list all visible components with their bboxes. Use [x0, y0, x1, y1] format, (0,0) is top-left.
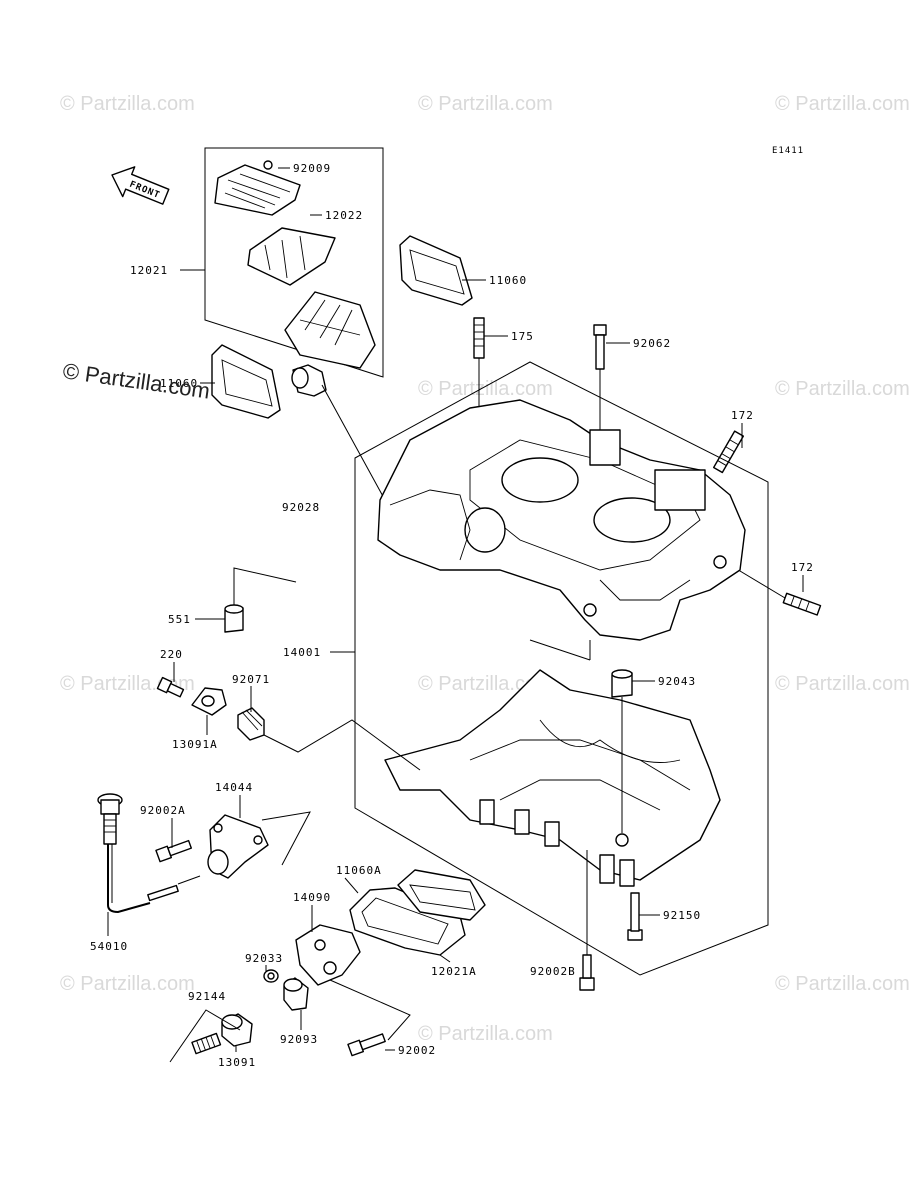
part-label: 92028 [282, 501, 320, 514]
watermark: © Partzilla.com [60, 93, 195, 115]
bolt-92002a [155, 839, 193, 863]
bolt-92002b [582, 954, 592, 979]
part-label: 92093 [280, 1033, 318, 1046]
watermark: © Partzilla.com [418, 378, 553, 400]
watermark-grid: © Partzilla.com © Partzilla.com © Partzi… [60, 93, 910, 1045]
part-label: 92002B [530, 965, 576, 978]
watermark: © Partzilla.com [775, 93, 910, 115]
spring-92144 [191, 1032, 222, 1055]
gasket-top [399, 235, 473, 306]
overlay-watermark: © Partzilla.com [61, 358, 211, 403]
part-labels: 92009 12022 12021 11060 11060 175 92062 … [90, 162, 814, 1069]
watermark: © Partzilla.com [418, 1023, 553, 1045]
watermark: © Partzilla.com [418, 93, 553, 115]
leader-lines [107, 167, 804, 1052]
watermark: © Partzilla.com [60, 973, 195, 995]
bolt-92002 [347, 1033, 386, 1057]
plate-14090 [295, 924, 361, 986]
part-label: 12021 [130, 264, 168, 277]
choke-cable-54010 [97, 793, 201, 914]
part-label: 92062 [633, 337, 671, 350]
lower-crankcase [384, 669, 721, 887]
part-label: 175 [511, 330, 534, 343]
bolt-92062 [595, 334, 605, 370]
part-label: 220 [160, 648, 183, 661]
stud-172-upper [712, 430, 745, 474]
part-label: 92002A [140, 804, 186, 817]
part-label: 11060 [489, 274, 527, 287]
part-label: 54010 [90, 940, 128, 953]
part-label: 14044 [215, 781, 253, 794]
part-label: 92150 [663, 909, 701, 922]
part-label: 92144 [188, 990, 226, 1003]
stud-175 [473, 317, 485, 359]
bolt-92002b-head [579, 977, 595, 991]
watermark: © Partzilla.com [418, 673, 553, 695]
upper-crankcase [377, 399, 746, 641]
part-label: 172 [791, 561, 814, 574]
diagram-code: E1411 [772, 146, 804, 156]
part-label: 11060 [160, 377, 198, 390]
bolt-220 [156, 676, 185, 698]
part-label: 551 [168, 613, 191, 626]
part-label: 12021A [431, 965, 477, 978]
reed-valve-12021a [397, 869, 486, 921]
part-label: 11060A [336, 864, 382, 877]
reed-cage [284, 291, 376, 369]
watermark: © Partzilla.com [775, 378, 910, 400]
part-label: 12022 [325, 209, 363, 222]
part-label: 172 [731, 409, 754, 422]
part-label: 14001 [283, 646, 321, 659]
watermark: © Partzilla.com [775, 673, 910, 695]
part-label: 92071 [232, 673, 270, 686]
bolt-92150 [630, 892, 640, 932]
part-label: 13091A [172, 738, 218, 751]
part-label: 13091 [218, 1056, 256, 1069]
stud-172-lower [782, 592, 822, 616]
screw-icon [263, 160, 273, 170]
part-label: 92033 [245, 952, 283, 965]
part-label: 92002 [398, 1044, 436, 1057]
part-label: 92043 [658, 675, 696, 688]
gasket-left [211, 344, 281, 419]
part-label: 14090 [293, 891, 331, 904]
gasket-11060a [349, 887, 466, 956]
overlay-watermark-text: © Partzilla.com [61, 358, 211, 403]
watermark: © Partzilla.com [775, 973, 910, 995]
front-arrow-icon: FRONT [111, 166, 170, 205]
reed-petals [247, 227, 336, 286]
part-label: 92009 [293, 162, 331, 175]
reed-valve-assembly [204, 147, 384, 378]
